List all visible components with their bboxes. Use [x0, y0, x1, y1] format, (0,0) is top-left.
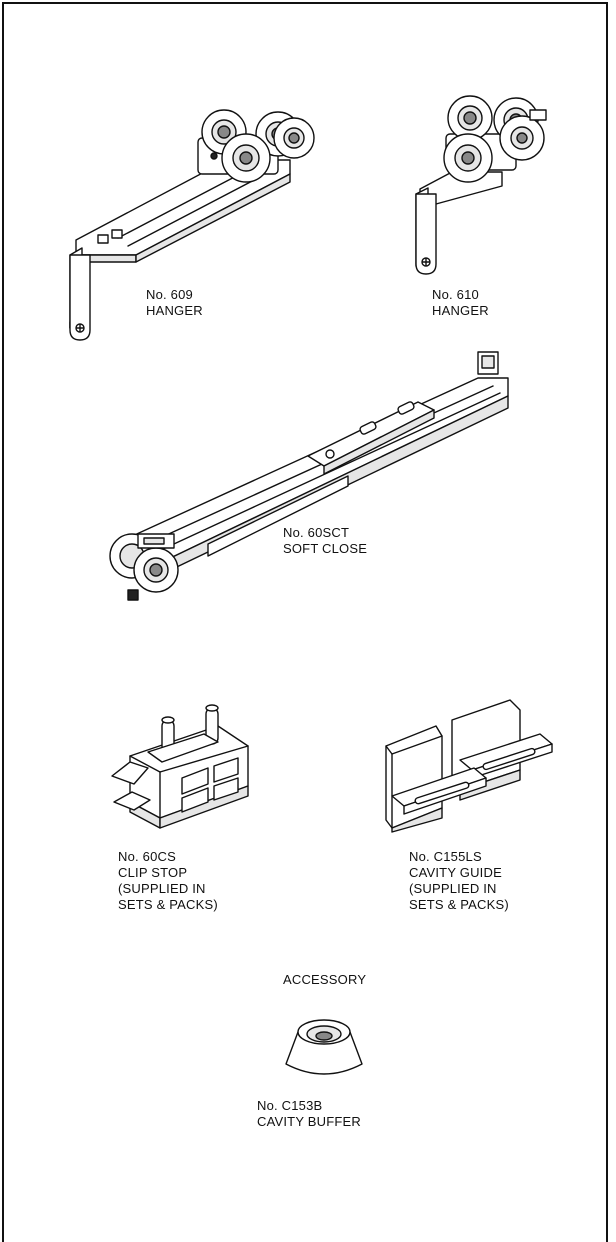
cavity-buffer-number: No. C153B — [257, 1098, 323, 1113]
soft-close-icon — [109, 351, 509, 601]
cavity-guide-note-2: SETS & PACKS) — [409, 897, 509, 912]
hanger-610-number: No. 610 — [432, 287, 479, 302]
hanger-610-label: No. 610 HANGER — [432, 287, 489, 319]
hanger-610-name: HANGER — [432, 303, 489, 318]
hanger-609-icon — [69, 109, 315, 341]
hanger-609-number: No. 609 — [146, 287, 193, 302]
clip-stop-note-2: SETS & PACKS) — [118, 897, 218, 912]
clip-stop-label: No. 60CS CLIP STOP (SUPPLIED IN SETS & P… — [118, 849, 218, 913]
soft-close-number: No. 60SCT — [283, 525, 350, 540]
hanger-609-label: No. 609 HANGER — [146, 287, 203, 319]
cavity-buffer-icon — [285, 1019, 363, 1075]
cavity-guide-icon — [385, 699, 553, 833]
cavity-guide-name: CAVITY GUIDE — [409, 865, 502, 880]
clip-stop-name: CLIP STOP — [118, 865, 188, 880]
cavity-buffer-label: No. C153B CAVITY BUFFER — [257, 1098, 361, 1130]
clip-stop-number: No. 60CS — [118, 849, 176, 864]
accessory-heading: ACCESSORY — [283, 972, 367, 987]
cavity-guide-note-1: (SUPPLIED IN — [409, 881, 497, 896]
soft-close-name: SOFT CLOSE — [283, 541, 368, 556]
cavity-guide-label: No. C155LS CAVITY GUIDE (SUPPLIED IN SET… — [409, 849, 509, 913]
cavity-guide-number: No. C155LS — [409, 849, 482, 864]
cavity-buffer-name: CAVITY BUFFER — [257, 1114, 361, 1129]
clip-stop-note-1: (SUPPLIED IN — [118, 881, 206, 896]
hanger-609-name: HANGER — [146, 303, 203, 318]
clip-stop-icon — [111, 704, 249, 829]
soft-close-label: No. 60SCT SOFT CLOSE — [283, 525, 367, 557]
hanger-610-icon — [415, 95, 547, 275]
